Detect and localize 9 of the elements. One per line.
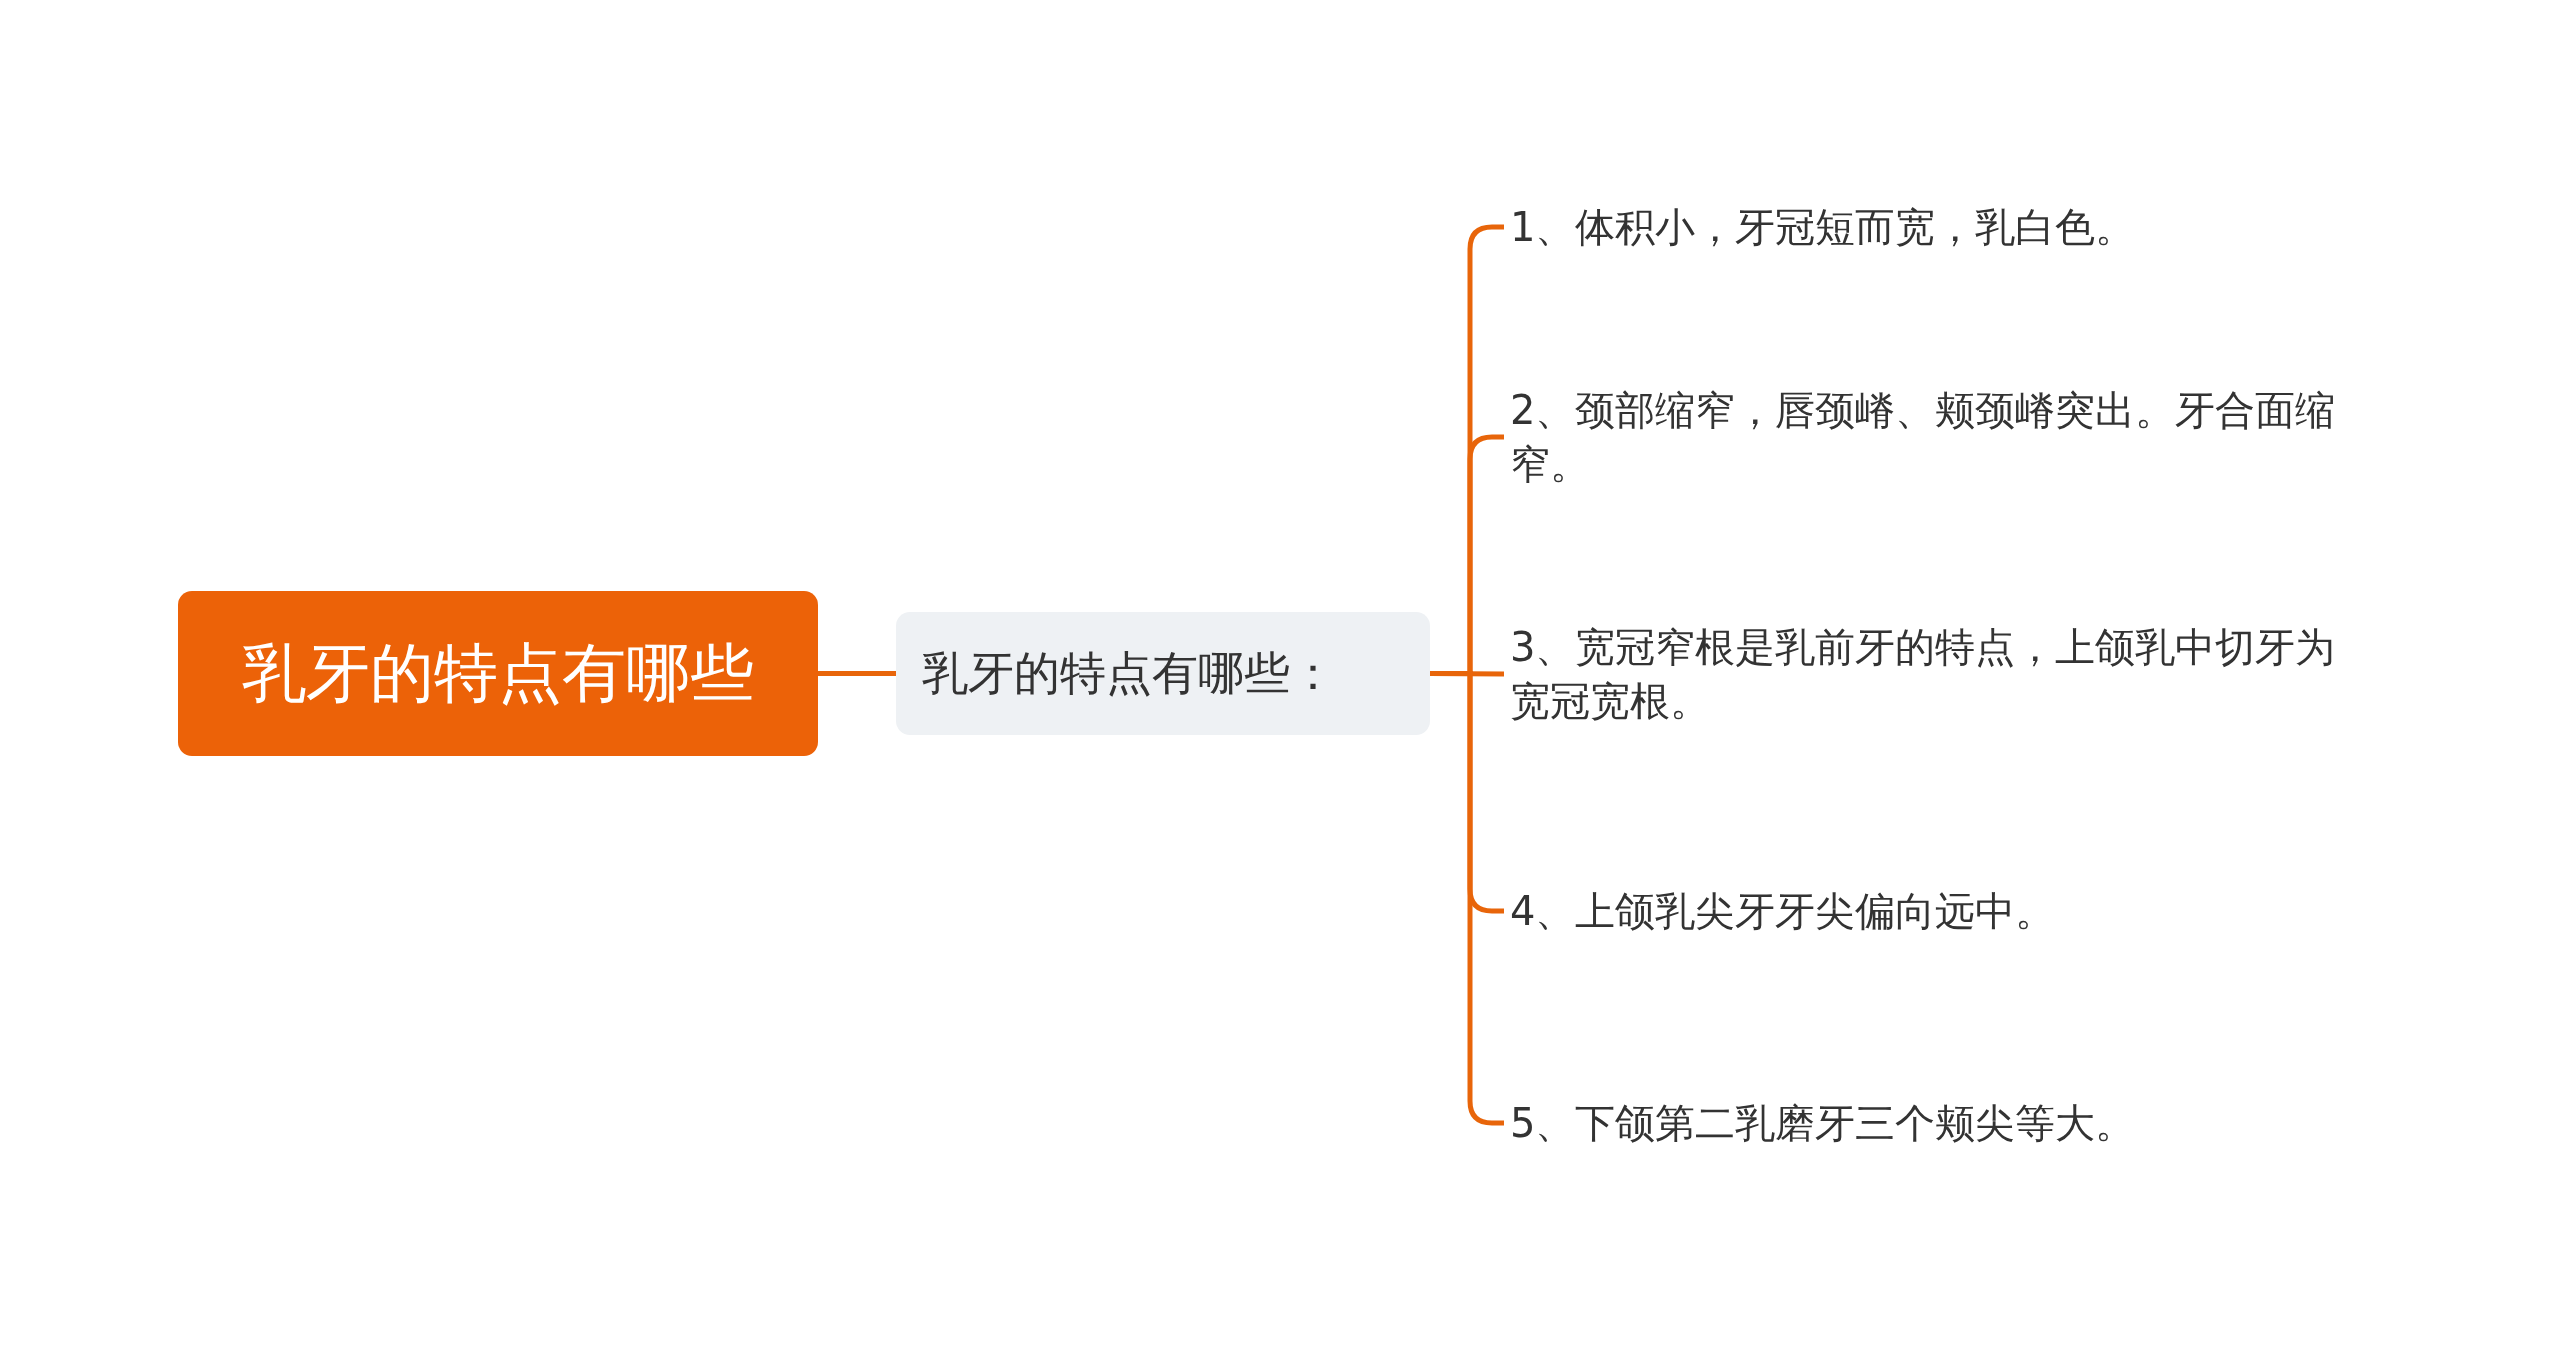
branch-text: 1、体积小，牙冠短而宽，乳白色。 <box>1510 200 2360 254</box>
branch-text: 4、上颌乳尖牙牙尖偏向远中。 <box>1510 884 2360 938</box>
connector-line <box>1430 671 1504 1126</box>
connector-line <box>818 671 896 676</box>
branch-text: 5、下颌第二乳磨牙三个颊尖等大。 <box>1510 1096 2360 1150</box>
branch-text: 2、颈部缩窄，唇颈嵴、颊颈嵴突出。牙合面缩窄。 <box>1510 383 2360 491</box>
topic-box: 乳牙的特点有哪些 <box>178 591 818 756</box>
subtopic-box: 乳牙的特点有哪些： <box>896 612 1430 735</box>
branch-text: 3、宽冠窄根是乳前牙的特点，上颌乳中切牙为宽冠宽根。 <box>1510 620 2360 728</box>
